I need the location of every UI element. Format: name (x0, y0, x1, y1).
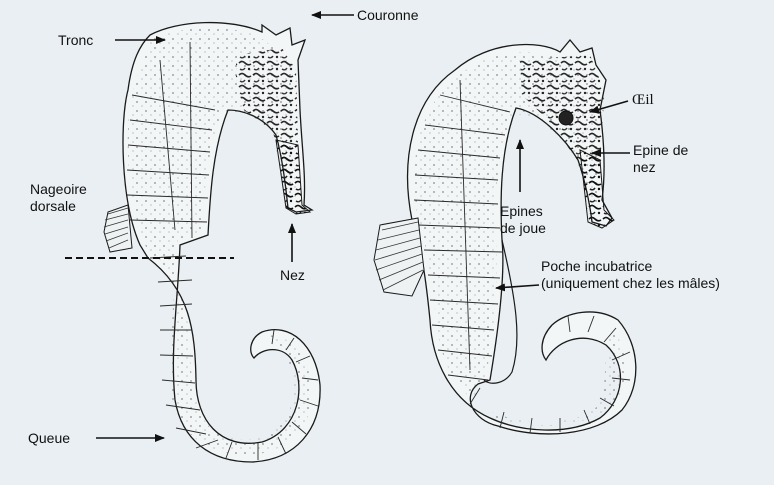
label-poche-incubatrice: Poche incubatrice (uniquement chez les m… (541, 258, 720, 292)
label-queue: Queue (28, 430, 70, 447)
label-couronne: Couronne (357, 7, 419, 24)
left-seahorse (104, 23, 320, 462)
left-dorsal-fin (104, 205, 132, 252)
right-eye (559, 111, 573, 125)
label-epine-de-nez: Epine de nez (633, 142, 688, 176)
left-snout (276, 140, 310, 214)
label-epines-de-joue: Epines de joue (500, 203, 546, 237)
right-snout (580, 150, 614, 228)
right-dorsal-fin (374, 218, 424, 296)
label-oeil: Œil (632, 92, 654, 109)
label-nez: Nez (280, 267, 305, 284)
label-nageoire-dorsale: Nageoire dorsale (30, 181, 87, 215)
label-tronc: Tronc (58, 32, 93, 49)
